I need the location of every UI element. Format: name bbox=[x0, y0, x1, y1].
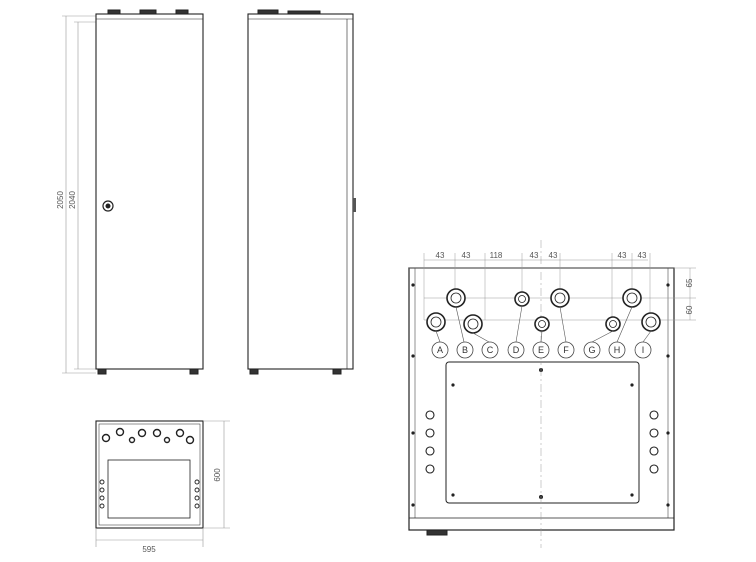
height-outer-label: 2050 bbox=[56, 191, 65, 209]
spacing-top-2: 43 bbox=[462, 251, 471, 260]
side-view bbox=[247, 9, 356, 375]
port-label-g: G bbox=[588, 345, 595, 355]
port-label-a: A bbox=[437, 345, 443, 355]
height-inner-label: 2040 bbox=[68, 191, 77, 209]
spacing-right-2: 60 bbox=[685, 305, 694, 314]
width-label: 595 bbox=[142, 545, 156, 554]
top-view bbox=[95, 420, 230, 547]
spacing-right-1: 65 bbox=[685, 278, 694, 287]
spacing-top-6: 43 bbox=[618, 251, 627, 260]
spacing-top-7: 43 bbox=[638, 251, 647, 260]
spacing-top-1: 43 bbox=[436, 251, 445, 260]
spacing-top-4: 43 bbox=[530, 251, 539, 260]
port-label-c: C bbox=[487, 345, 494, 355]
port-label-f: F bbox=[563, 345, 569, 355]
port-label-d: D bbox=[513, 345, 520, 355]
spacing-top-5: 43 bbox=[549, 251, 558, 260]
port-label-i: I bbox=[642, 345, 645, 355]
connection-view bbox=[408, 240, 696, 548]
port-label-h: H bbox=[614, 345, 621, 355]
depth-label: 600 bbox=[213, 468, 222, 482]
port-label-e: E bbox=[538, 345, 544, 355]
front-view bbox=[62, 9, 204, 375]
port-label-b: B bbox=[462, 345, 468, 355]
spacing-top-3: 118 bbox=[490, 251, 503, 260]
